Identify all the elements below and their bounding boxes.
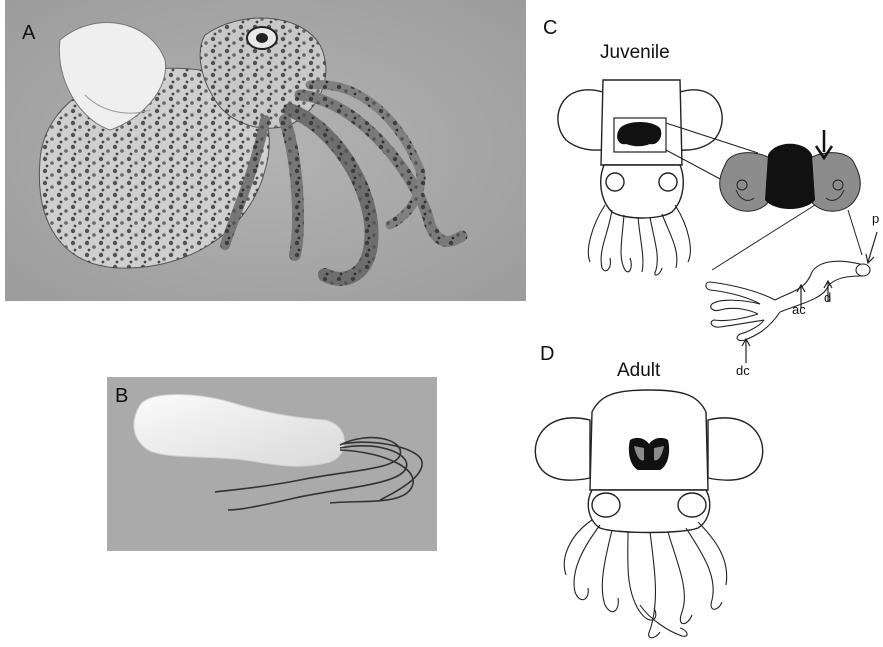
panel-a: A bbox=[5, 0, 526, 301]
appendage-arrows bbox=[742, 232, 877, 363]
juvenile-fin-right bbox=[680, 90, 722, 150]
adult-mantle bbox=[590, 390, 708, 490]
adult-fin-left bbox=[535, 418, 590, 480]
adult-title: Adult bbox=[617, 360, 661, 381]
light-organ-small bbox=[617, 122, 661, 146]
annotation-d: d bbox=[824, 290, 831, 305]
annotation-p: p bbox=[872, 211, 879, 226]
adult-arms bbox=[564, 520, 726, 638]
panel-d: D Adult bbox=[535, 343, 762, 638]
panel-b: B bbox=[107, 377, 437, 551]
juvenile-title: Juvenile bbox=[600, 42, 670, 63]
juvenile-body bbox=[558, 80, 722, 275]
annotation-dc: dc bbox=[736, 363, 750, 378]
adult-fin-right bbox=[708, 418, 763, 480]
light-organ-enlarged bbox=[720, 144, 861, 212]
panel-c: C Juvenile bbox=[543, 17, 879, 378]
appendage-detail bbox=[706, 261, 870, 340]
panel-c-label: C bbox=[543, 17, 557, 39]
annotation-ac: ac bbox=[792, 302, 806, 317]
adult-body bbox=[535, 390, 762, 638]
panel-d-label: D bbox=[540, 343, 554, 365]
panel-a-label: A bbox=[22, 22, 36, 44]
panel-b-label: B bbox=[115, 385, 128, 407]
juvenile-fin-left bbox=[558, 90, 603, 150]
